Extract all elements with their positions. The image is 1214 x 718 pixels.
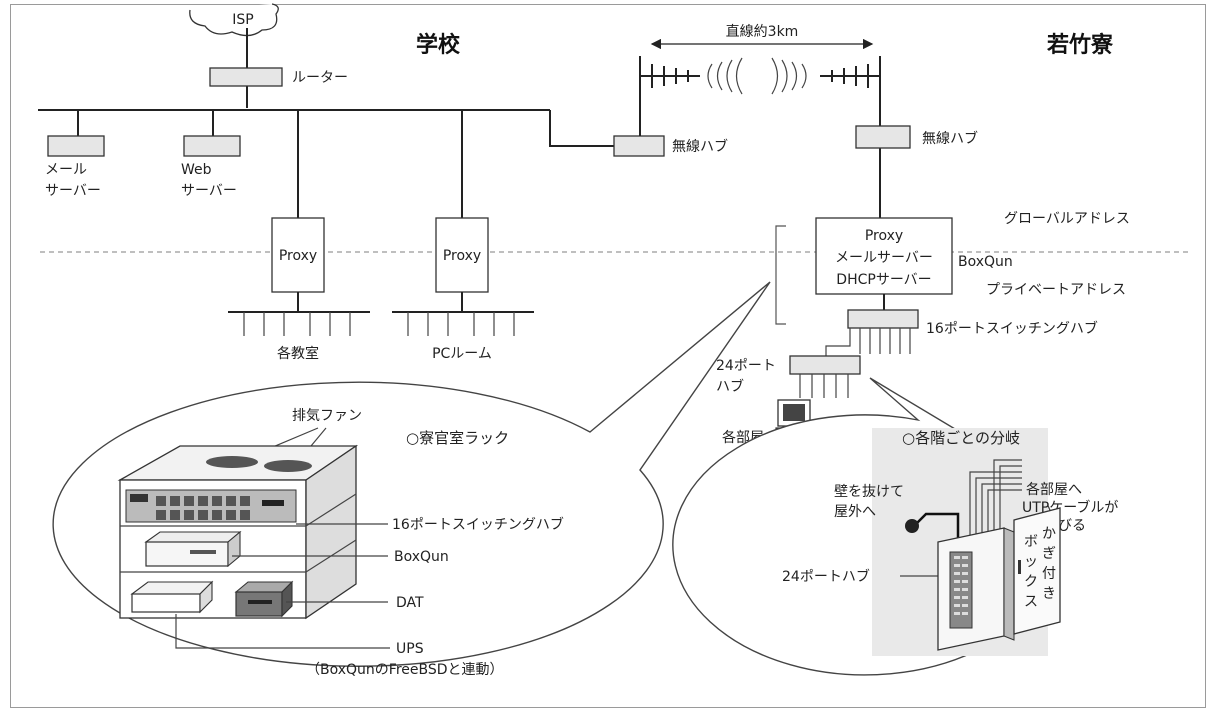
floor-outdoor-1: 壁を抜けて (834, 484, 904, 500)
hub16-label: 16ポートスイッチングハブ (926, 320, 1098, 337)
distance-label: 直線約3km (726, 23, 799, 40)
rack-cabinet-icon (117, 444, 359, 620)
dorm-wireless-hub-box (855, 125, 911, 149)
box-right-char-2: ぎ (1042, 546, 1056, 562)
school-wireless-hub-box (613, 135, 665, 157)
dorm-wireless-hub-label: 無線ハブ (922, 130, 978, 147)
floor-to-rooms-2: UTPケーブルが (1022, 499, 1118, 516)
mail-server-label-2: サーバー (45, 183, 101, 199)
box-right-char-4: き (1042, 586, 1056, 602)
web-server-box (183, 135, 241, 157)
proxy-label-2: Proxy (443, 248, 481, 264)
floor-to-rooms-1: 各部屋へ (1026, 482, 1082, 498)
boxqun-box (815, 217, 953, 295)
rack-hub16-label: 16ポートスイッチングハブ (392, 516, 564, 533)
dorm-antenna-icon (820, 56, 881, 98)
rack-title: ○寮官室ラック (406, 429, 509, 447)
school-antenna-icon (639, 56, 700, 98)
boxqun-bracket (775, 225, 786, 325)
web-server-label-1: Web (181, 162, 212, 178)
box-left-char-1: ボ (1024, 534, 1038, 550)
utp-cables (969, 459, 1022, 540)
hub16-box (847, 309, 919, 329)
hub24-label-2: ハブ (716, 378, 744, 395)
box-left-char-4: ス (1024, 594, 1038, 610)
wall-pass-icon (905, 519, 919, 533)
school-wireless-hub-label: 無線ハブ (672, 138, 728, 155)
proxy-box-2 (435, 217, 489, 293)
fan-label: 排気ファン (292, 408, 362, 424)
hub24-box (789, 355, 861, 375)
box-right-char-1: か (1042, 526, 1056, 542)
hub24-label-1: 24ポート (716, 358, 776, 374)
router-label: ルーター (292, 70, 348, 86)
diagram-frame (10, 4, 1206, 708)
floor-title: ○各階ごとの分岐 (902, 429, 1020, 447)
rack-boxqun-label: BoxQun (394, 549, 449, 565)
rack-ups-label: UPS (396, 641, 424, 657)
boxqun-line-2: メールサーバー (835, 250, 933, 266)
router-box (209, 67, 283, 87)
private-address-label: プライベートアドレス (986, 282, 1126, 298)
mail-server-box (47, 135, 105, 157)
pc-room-label: PCルーム (432, 346, 492, 362)
floor-outdoor-2: 屋外へ (834, 504, 876, 520)
global-address-label: グローバルアドレス (1004, 211, 1130, 227)
box-left-char-2: ッ (1024, 554, 1038, 570)
boxqun-line-1: Proxy (865, 228, 903, 244)
proxy-label-1: Proxy (279, 248, 317, 264)
school-title: 学校 (416, 32, 461, 58)
radio-wave-icon (707, 57, 807, 95)
box-right-char-3: 付 (1042, 566, 1056, 582)
box-left-char-3: ク (1024, 574, 1038, 590)
boxqun-label: BoxQun (958, 254, 1013, 270)
rack-dat-label: DAT (396, 595, 424, 611)
dorm-title: 若竹寮 (1047, 32, 1114, 58)
key-box-icon (937, 507, 1061, 651)
classrooms-label: 各教室 (277, 345, 319, 362)
floor-hub24-label: 24ポートハブ (782, 568, 870, 585)
boxqun-line-3: DHCPサーバー (836, 272, 931, 288)
rack-ups-note: （BoxQunのFreeBSDと連動） (306, 662, 504, 678)
mail-server-label-1: メール (45, 162, 87, 178)
isp-cloud-icon (189, 3, 279, 37)
web-server-label-2: サーバー (181, 183, 237, 199)
isp-label: ISP (232, 12, 253, 28)
